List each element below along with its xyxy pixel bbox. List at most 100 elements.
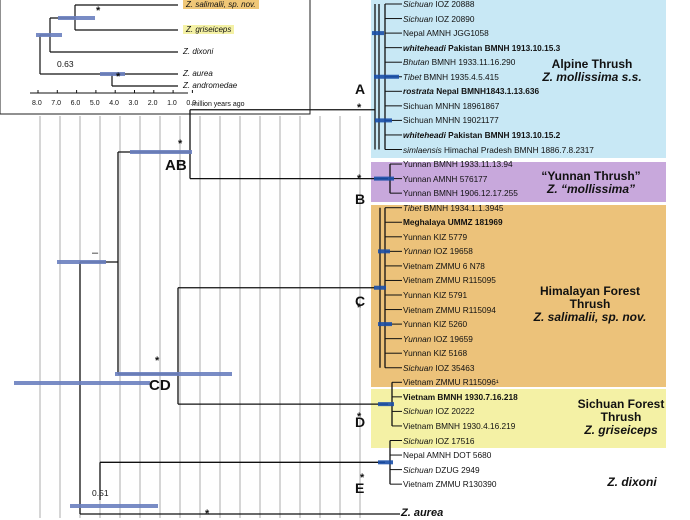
clade-species: Z. salimalii, sp. nov. xyxy=(533,310,647,324)
tip-label: Vietnam ZMMU 6 N78 xyxy=(403,261,485,271)
clade-letter-a: A xyxy=(355,80,366,97)
tip-text: Vietnam BMNH 1930.4.16.219 xyxy=(403,420,516,431)
tip-label: Sichuan IOZ 20890 xyxy=(403,14,475,24)
inset-axis-tick-label: 2.0 xyxy=(147,100,158,107)
inset-taxon-label: Z. aurea xyxy=(183,69,213,78)
tip-specimen: IOZ 20888 xyxy=(432,0,475,9)
tip-label: Meghalaya UMMZ 181969 xyxy=(403,217,503,227)
tip-text: Sichuan MNHN 18961867 xyxy=(403,100,500,111)
tip-locality: Yunnan xyxy=(403,333,432,344)
tip-label: Yunnan KIZ 5260 xyxy=(403,319,467,329)
clade-species: Z. “mollissima” xyxy=(546,182,636,196)
tip-specimen: IOZ 19658 xyxy=(431,246,473,257)
err-bar-C3 xyxy=(378,322,392,327)
tip-text: Yunnan KIZ 5168 xyxy=(403,348,468,359)
tip-label: rostrata Nepal BMNH1843.1.13.636 xyxy=(403,86,539,96)
tip-label: Yunnan BMNH 1906.12.17.255 xyxy=(403,188,518,198)
tip-label: Sichuan DZUG 2949 xyxy=(403,465,480,475)
tip-label: Tibet BMNH 1934.1.1.3945 xyxy=(403,203,503,213)
tip-text: Yunnan AMNH 576177 xyxy=(403,173,488,184)
tip-label: Tibet BMNH 1935.4.5.415 xyxy=(403,72,499,82)
tip-text: Nepal AMNH JGG1058 xyxy=(403,28,489,39)
inset-taxon-label: Z. dixoni xyxy=(183,47,214,56)
tip-label: Yunnan KIZ 5168 xyxy=(403,348,467,358)
clade-panel-4 xyxy=(371,389,666,448)
tip-locality: simlaensis xyxy=(403,144,442,155)
tip-text: Vietnam BMNH 1930.7.16.218 xyxy=(403,391,518,402)
inset-axis-tick-label: 0.0 xyxy=(186,100,197,107)
tip-label: Vietnam BMNH 1930.7.16.218 xyxy=(403,392,518,402)
posterior-star: * xyxy=(360,472,365,484)
clade-name: Himalayan Forest xyxy=(539,284,641,298)
err-bar-B xyxy=(374,176,394,181)
tip-label: Nepal AMNH DOT 5680 xyxy=(403,450,491,460)
clade-letter-c: C xyxy=(355,292,366,309)
tip-label: Vietnam ZMMU R115095 xyxy=(403,275,496,285)
tip-text: Nepal AMNH DOT 5680 xyxy=(403,450,492,461)
tip-label: Sichuan IOZ 20888 xyxy=(403,0,475,9)
tip-locality: Tibet xyxy=(403,71,422,82)
tip-locality: Sichuan xyxy=(403,406,433,417)
inset-axis-tick-label: 4.0 xyxy=(109,100,119,107)
tip-specimen: Pakistan BMNH 1913.10.15.2 xyxy=(445,129,561,140)
clade-panel-1 xyxy=(371,0,666,158)
tip-locality: rostrata xyxy=(403,86,434,97)
tip-label: Yunnan IOZ 19659 xyxy=(403,334,473,344)
tip-text: Yunnan BMNH 1906.12.17.255 xyxy=(403,188,518,199)
tip-text: Yunnan KIZ 5779 xyxy=(403,231,468,242)
node-label-cd: CD xyxy=(149,377,171,394)
tip-text: Vietnam ZMMU R115095 xyxy=(403,275,496,286)
tip-text: Meghalaya UMMZ 181969 xyxy=(403,217,503,228)
tip-specimen: IOZ 20222 xyxy=(432,406,475,417)
tip-specimen: BMNH 1934.1.1.3945 xyxy=(421,202,504,213)
tip-locality: whiteheadi xyxy=(403,129,446,140)
inset-axis-tick-label: 8.0 xyxy=(32,100,42,107)
tip-text: Vietnam ZMMU R130390 xyxy=(403,479,497,490)
posterior-star: * xyxy=(205,508,210,520)
tip-locality: Sichuan xyxy=(403,435,433,446)
tip-label: Sichuan IOZ 20222 xyxy=(403,406,475,416)
clade-name: Alpine Thrush xyxy=(551,57,633,71)
inset-err-bar xyxy=(58,16,95,20)
tip-specimen: Himachal Pradesh BMNH 1886.7.8.2317 xyxy=(441,144,594,155)
tip-label: Bhutan BMNH 1933.11.16.290 xyxy=(403,57,515,67)
bottom-taxon: Z. aurea xyxy=(401,507,444,519)
clade-letter-d: D xyxy=(355,414,366,431)
tip-label: Vietnam ZMMU R115096¹ xyxy=(403,377,499,387)
inset-axis-tick-label: 7.0 xyxy=(51,100,62,107)
tip-label: Yunnan KIZ 5779 xyxy=(403,232,467,242)
tip-locality: Tibet xyxy=(403,202,422,213)
tip-text: Yunnan BMNH 1933.11.13.94 xyxy=(403,159,513,170)
posterior-star: * xyxy=(357,302,362,314)
tip-text: Vietnam ZMMU R115096¹ xyxy=(403,377,499,388)
tip-text: Sichuan MNHN 19021177 xyxy=(403,115,499,126)
tip-specimen: IOZ 20890 xyxy=(432,13,475,24)
inset-err-bar xyxy=(100,72,125,76)
tip-text: Vietnam ZMMU R115094 xyxy=(403,304,496,315)
inset-taxon-label: Z. griseiceps xyxy=(183,25,235,34)
posterior-star: * xyxy=(96,5,101,17)
err-bar-A xyxy=(374,74,399,79)
err-bar-E xyxy=(70,504,158,508)
tip-specimen: Nepal BMNH1843.1.13.636 xyxy=(433,86,540,97)
posterior-star: * xyxy=(357,411,362,423)
tip-specimen: IOZ 35463 xyxy=(432,362,475,373)
inset-taxon-label: Z. salimalii, sp. nov. xyxy=(183,0,259,9)
posterior-star: * xyxy=(357,102,362,114)
clade-species: Z. mollissima s.s. xyxy=(542,70,642,84)
posterior-star: * xyxy=(357,173,362,185)
tip-text: Vietnam ZMMU 6 N78 xyxy=(403,260,485,271)
tip-locality: Sichuan xyxy=(403,464,433,475)
clade-name: Sichuan Forest xyxy=(577,397,665,411)
err-bar-D xyxy=(378,402,394,407)
support-dixoni-base: 0.51 xyxy=(92,488,109,498)
tip-specimen: BMNH 1933.11.16.290 xyxy=(429,57,516,68)
tip-label: Vietnam ZMMU R130390 xyxy=(403,479,496,489)
tip-label: whiteheadi Pakistan BMNH 1913.10.15.3 xyxy=(403,43,560,53)
tip-specimen: BMNH 1935.4.5.415 xyxy=(421,71,499,82)
posterior-star: * xyxy=(116,71,121,83)
tip-label: Nepal AMNH JGG1058 xyxy=(403,28,489,38)
